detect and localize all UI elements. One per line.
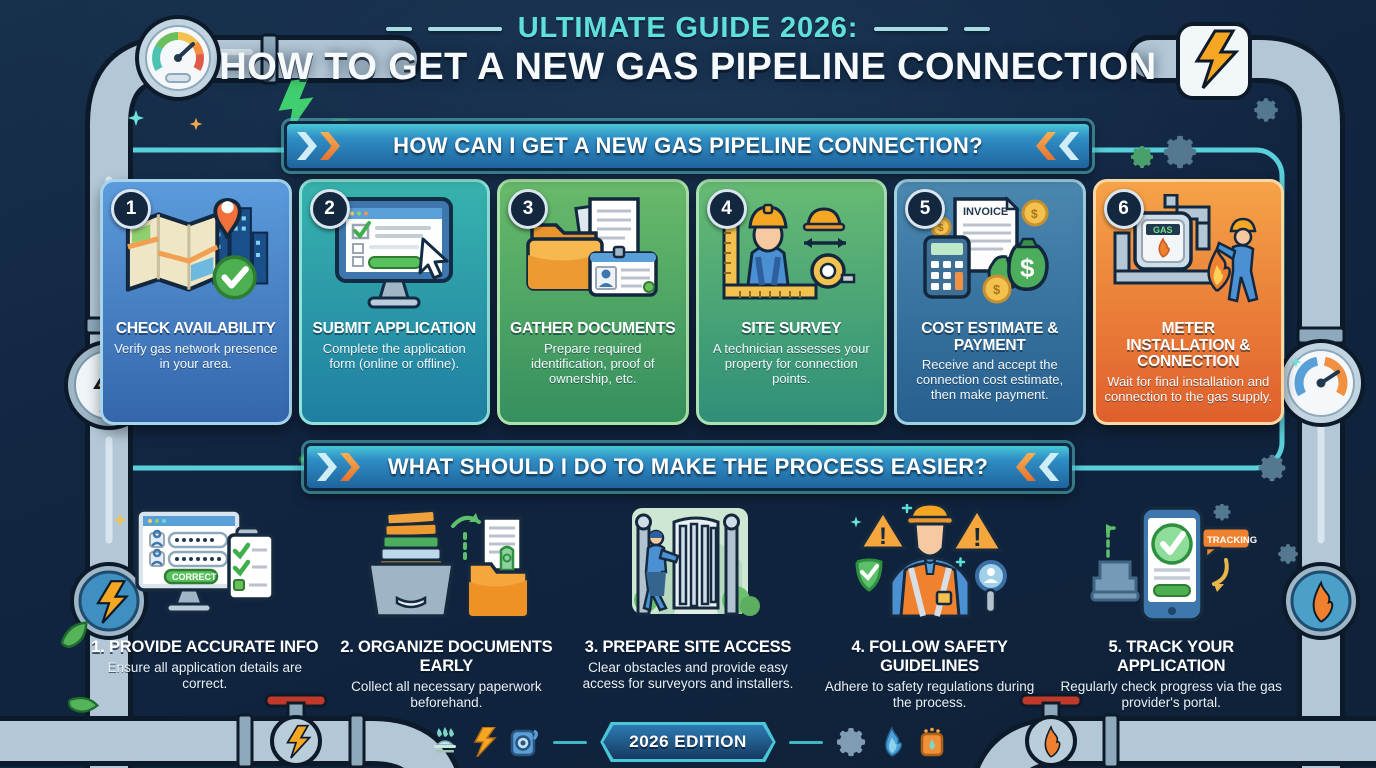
file-box-folder-icon [367,509,530,618]
flame-medallion-icon [1282,562,1360,640]
safety-worker-warnings-icon: !! [855,504,1007,618]
chevron-right-icon [317,453,360,481]
tip-title: 2. ORGANIZE DOCUMENTS EARLY [340,638,553,675]
step-number-badge: 6 [1103,189,1144,229]
page-title: HOW TO GET A NEW GAS PIPELINE CONNECTION [219,46,1157,88]
tip-description: Ensure all application details are corre… [107,660,302,691]
tips-banner-text: WHAT SHOULD I DO TO MAKE THE PROCESS EAS… [387,454,989,479]
lightning-bolt-icon [473,727,497,757]
steps-row: 1 CHECK AVAILABILITY Verify gas network … [100,179,1284,425]
tip-title: 4. FOLLOW SAFETY GUIDELINES [851,638,1008,675]
tip-description: Collect all necessary paperwork beforeha… [351,679,542,710]
sparkle-icon [1290,356,1302,368]
gear-icon [1254,98,1278,122]
tip-description: Adhere to safety regulations during the … [824,679,1035,710]
person-gate-icon [631,508,760,616]
tip-prepare-site-access: 3. PREPARE SITE ACCESS Clear obstacles a… [573,502,803,710]
tips-banner: WHAT SHOULD I DO TO MAKE THE PROCESS EAS… [304,443,1072,491]
edition-badge: 2026 EDITION [600,722,776,762]
title-rule [874,26,949,31]
step-description: A technician assesses your property for … [712,340,870,386]
svg-text:GAS: GAS [1153,225,1173,235]
svg-text:$: $ [993,282,1001,297]
sparkle-icon [189,117,203,131]
title-rule [385,26,412,31]
gear-icon [1164,136,1196,168]
tip-organize-documents: 2. ORGANIZE DOCUMENTS EARLY Collect all … [332,502,562,710]
step-title: COST ESTIMATE & PAYMENT [921,320,1059,354]
gear-icon [1131,146,1153,168]
gear-icon [1259,455,1286,482]
chevron-right-icon [297,132,340,160]
meter-camera-icon [510,727,540,757]
tip-title: 3. PREPARE SITE ACCESS [584,638,792,656]
title-rule [427,26,502,31]
header: ULTIMATE GUIDE 2026: HOW TO GET A NEW GA… [0,12,1376,89]
footer-line [788,740,823,744]
svg-text:!: ! [879,523,887,550]
chevron-left-icon [1016,453,1059,481]
eyebrow-title: ULTIMATE GUIDE 2026: [517,12,859,44]
step-description: Receive and accept the connection cost e… [916,357,1064,403]
step-card-check-availability: 1 CHECK AVAILABILITY Verify gas network … [100,179,292,425]
footer-line [553,740,588,744]
svg-text:TRACKING: TRACKING [1207,535,1257,546]
steps-banner: HOW CAN I GET A NEW GAS PIPELINE CONNECT… [284,121,1092,171]
step-number-badge: 4 [706,189,747,229]
gas-burner-icon [430,727,460,757]
svg-text:$: $ [1020,253,1035,283]
sparkle-icon [128,110,144,126]
steps-banner-text: HOW CAN I GET A NEW GAS PIPELINE CONNECT… [393,133,983,158]
step-title: SITE SURVEY [741,320,842,337]
step-title: METER INSTALLATION & CONNECTION [1126,320,1251,371]
tips-row: CORRECT 1. PROVIDE ACCURATE INFO Ensure … [90,502,1286,710]
step-description: Complete the application form (online or… [322,340,466,371]
tip-follow-safety: !! 4. FOLLOW SA [815,502,1045,710]
tip-title: 5. TRACK YOUR APPLICATION [1108,638,1234,675]
tip-description: Clear obstacles and provide easy access … [582,660,794,691]
step-card-submit-application: 2 SUBMIT APPLICATION Complete the applic… [298,179,490,425]
step-card-gather-documents: 3 GATHER DOCUMENTS Prepare required iden… [497,179,689,425]
tip-title: 1. PROVIDE ACCURATE INFO [91,638,319,656]
footer: 2026 EDITION [0,722,1376,762]
step-number-badge: 3 [508,189,548,229]
svg-text:$: $ [938,223,944,234]
step-card-meter-installation: 6 GAS [1092,179,1284,425]
pressure-gauge-icon [1277,339,1365,427]
step-number-badge: 5 [905,189,945,229]
step-description: Verify gas network presence in your area… [114,340,278,371]
phone-tracking-icon: TRACKING [1090,504,1257,622]
monitor-clipboard-icon: CORRECT [135,508,275,614]
chevron-left-icon [1036,132,1079,160]
step-card-cost-estimate: 5 INVOICE $ $ $ $ COST ESTIMATE & PAYMEN… [894,179,1086,425]
gas-canister-icon [918,727,946,757]
step-title: SUBMIT APPLICATION [312,320,477,337]
gear-icon [836,727,866,757]
step-number-badge: 2 [309,189,350,229]
title-rule [964,26,991,31]
svg-text:!: ! [973,522,982,552]
step-number-badge: 1 [111,189,151,229]
svg-text:CORRECT: CORRECT [172,572,217,582]
tip-track-application: TRACKING 5. TRACK YOUR APPLICATION Regul… [1056,502,1286,710]
step-title: CHECK AVAILABILITY [115,320,276,337]
step-description: Prepare required identification, proof o… [530,340,655,386]
step-description: Wait for final installation and connecti… [1104,374,1272,405]
flame-icon [879,727,905,757]
svg-text:$: $ [1031,207,1038,221]
step-title: GATHER DOCUMENTS [510,320,676,337]
step-card-site-survey: 4 SITE SURVEY A technician ass [695,179,887,425]
tip-provide-accurate-info: CORRECT 1. PROVIDE ACCURATE INFO Ensure … [90,502,320,710]
svg-text:INVOICE: INVOICE [963,206,1008,218]
tip-description: Regularly check progress via the gas pro… [1060,679,1282,710]
